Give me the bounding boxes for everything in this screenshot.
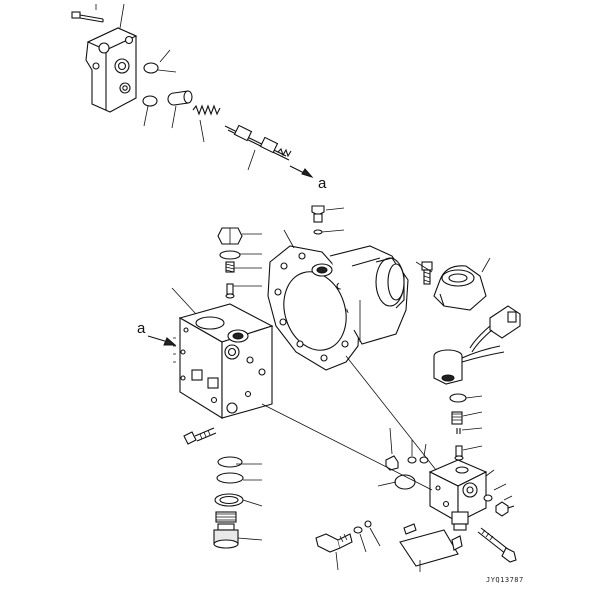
connector <box>469 305 521 353</box>
assembly-line <box>261 403 433 491</box>
ref-label-left: a <box>137 320 146 337</box>
sleeve <box>167 90 193 106</box>
left-valve-body <box>171 287 274 419</box>
solenoid-actuator <box>433 345 505 385</box>
spring <box>192 104 221 116</box>
lower-left-parts <box>183 427 263 549</box>
housing-fittings <box>311 205 345 235</box>
ref-arrowhead-left <box>163 337 177 346</box>
long-bolt <box>477 527 517 563</box>
ref-arrowhead <box>301 168 314 178</box>
plug-stack <box>217 227 262 299</box>
motor-housing <box>267 229 409 371</box>
spool <box>224 124 292 161</box>
actuator-parts <box>449 393 483 461</box>
ref-label-top: a <box>318 175 327 192</box>
o-ring <box>142 95 158 107</box>
ref-arrow-left-line <box>147 335 169 343</box>
top-bolt <box>71 11 104 23</box>
assembly-line <box>345 355 437 471</box>
bottom-plug <box>315 520 381 571</box>
top-valve-block <box>71 3 314 178</box>
drawing-code: JYQ13787 <box>486 576 524 584</box>
solenoid-coil <box>415 257 491 311</box>
small-valve-block <box>428 459 495 531</box>
gasket <box>399 529 459 567</box>
o-ring <box>143 62 159 74</box>
